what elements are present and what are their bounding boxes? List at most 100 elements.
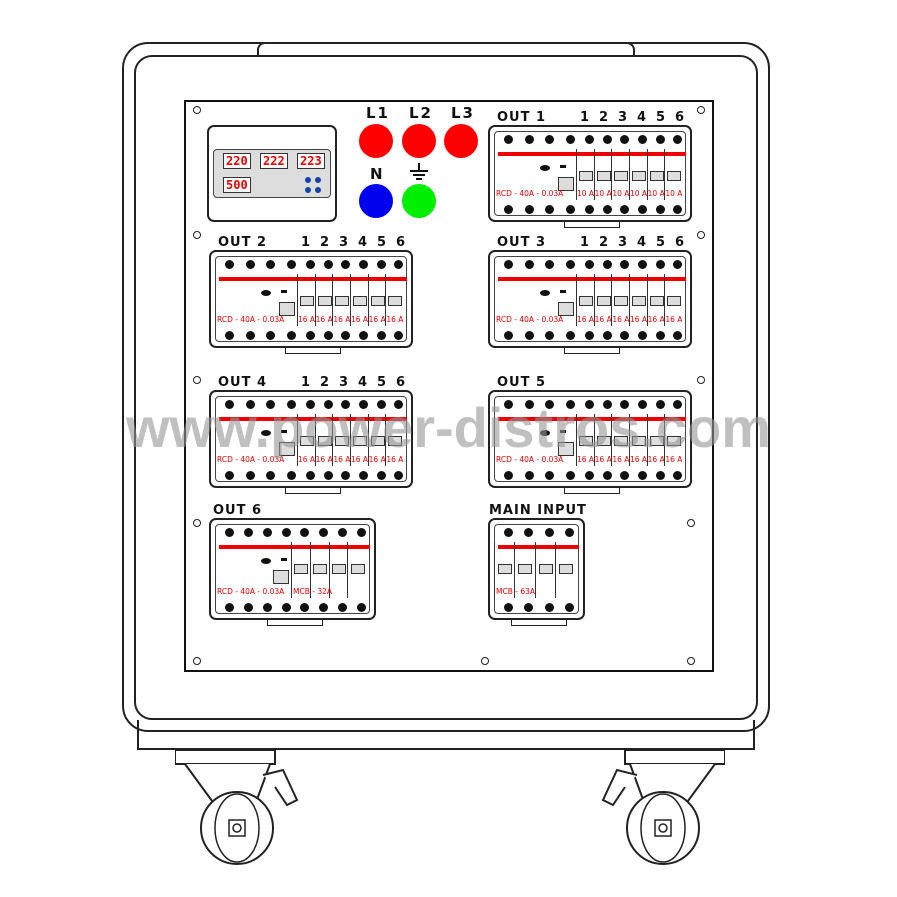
panel-label: OUT 4 <box>218 375 268 390</box>
breaker-toggle[interactable] <box>596 296 611 306</box>
meter-button[interactable] <box>315 187 321 193</box>
terminal-screw <box>565 331 575 340</box>
breaker-toggle[interactable] <box>614 171 629 181</box>
breaker-toggle[interactable] <box>331 564 346 574</box>
terminal-screw <box>394 331 404 340</box>
meter-button[interactable] <box>305 187 311 193</box>
breaker-toggle[interactable] <box>518 564 533 574</box>
phase-label-l3: L3 <box>451 104 475 122</box>
breaker-toggle[interactable] <box>578 296 593 306</box>
breaker-toggle[interactable] <box>596 171 611 181</box>
breaker-toggle[interactable] <box>578 436 593 446</box>
rcd-toggle[interactable] <box>279 442 295 456</box>
terminal-screw <box>637 331 647 340</box>
rcd-test-button[interactable] <box>261 290 271 296</box>
phase-label-l2: L2 <box>409 104 433 122</box>
breaker-divider <box>646 414 648 466</box>
rcd-toggle[interactable] <box>279 302 295 316</box>
breaker-toggle[interactable] <box>299 296 314 306</box>
voltage-display-l1: 220 <box>223 153 251 169</box>
breaker-toggle[interactable] <box>352 436 367 446</box>
circuit-number: 1 <box>580 235 591 250</box>
breaker-toggle[interactable] <box>596 436 611 446</box>
terminal-screw <box>266 400 275 409</box>
caster-wheel <box>175 749 299 865</box>
breaker-toggle[interactable] <box>294 564 309 574</box>
breaker-divider <box>593 149 595 200</box>
terminal-screw <box>263 603 272 612</box>
circuit-number: 6 <box>396 235 407 250</box>
circuit-number: 2 <box>320 235 331 250</box>
breaker-toggle[interactable] <box>614 436 629 446</box>
breaker-divider <box>347 542 349 598</box>
breaker-rating: 16 A <box>386 315 404 324</box>
terminal-screw <box>245 400 255 409</box>
panel-screw <box>193 376 201 384</box>
terminal-screw <box>286 260 296 269</box>
breaker-toggle[interactable] <box>667 436 682 446</box>
rcd-toggle[interactable] <box>273 570 289 584</box>
breaker-toggle[interactable] <box>498 564 513 574</box>
meter-button[interactable] <box>315 177 321 183</box>
breaker-toggle[interactable] <box>350 564 365 574</box>
terminal-screw <box>305 331 315 340</box>
terminal-screw <box>620 205 630 214</box>
breaker-toggle[interactable] <box>388 296 403 306</box>
breaker-toggle[interactable] <box>335 436 350 446</box>
terminal-screw <box>323 260 333 269</box>
circuit-number: 1 <box>301 235 312 250</box>
breaker-divider <box>664 414 666 466</box>
rcd-test-button[interactable] <box>540 165 550 171</box>
terminal-screw <box>225 400 234 409</box>
terminal-screw <box>504 135 513 144</box>
terminal-screw <box>394 471 404 480</box>
rcd-test-button[interactable] <box>540 430 550 436</box>
terminal-screw <box>544 528 554 537</box>
breaker-toggle[interactable] <box>649 171 664 181</box>
breaker-toggle[interactable] <box>370 436 385 446</box>
breaker-rating: 16 A <box>594 315 612 324</box>
rcd-toggle[interactable] <box>558 442 574 456</box>
rcd-test-button[interactable] <box>261 430 271 436</box>
breaker-toggle[interactable] <box>335 296 350 306</box>
busbar-red <box>498 152 686 156</box>
breaker-toggle[interactable] <box>370 296 385 306</box>
meter-button[interactable] <box>305 177 311 183</box>
panel-screw <box>697 231 705 239</box>
terminal-screw <box>655 471 665 480</box>
breaker-toggle[interactable] <box>388 436 403 446</box>
rcd-indicator <box>281 558 287 561</box>
breaker-toggle[interactable] <box>614 296 629 306</box>
breaker-toggle[interactable] <box>649 436 664 446</box>
terminal-screw <box>524 205 534 214</box>
terminal-screw <box>245 471 255 480</box>
breaker-toggle[interactable] <box>352 296 367 306</box>
breaker-toggle[interactable] <box>578 171 593 181</box>
rcd-test-button[interactable] <box>261 558 271 564</box>
breaker-toggle[interactable] <box>631 436 646 446</box>
breaker-rating: 16 A <box>333 315 351 324</box>
terminal-screw <box>602 471 612 480</box>
breaker-toggle[interactable] <box>649 296 664 306</box>
breaker-toggle[interactable] <box>631 171 646 181</box>
earth-ground-icon <box>410 163 428 180</box>
breaker-divider <box>328 542 330 598</box>
breaker-toggle[interactable] <box>667 296 682 306</box>
rcd-toggle[interactable] <box>558 177 574 191</box>
terminal-screw <box>673 471 683 480</box>
breaker-toggle[interactable] <box>538 564 553 574</box>
breaker-divider <box>611 274 613 326</box>
mcb-rating: MCB - 63A <box>496 587 536 596</box>
breaker-toggle[interactable] <box>667 171 682 181</box>
rcd-toggle[interactable] <box>558 302 574 316</box>
breaker-toggle[interactable] <box>313 564 328 574</box>
breaker-divider <box>629 149 630 200</box>
rcd-test-button[interactable] <box>540 290 550 296</box>
terminal-screw <box>524 528 534 537</box>
breaker-toggle[interactable] <box>558 564 573 574</box>
power-display: 500 <box>223 177 251 193</box>
breaker-toggle[interactable] <box>317 296 332 306</box>
breaker-toggle[interactable] <box>631 296 646 306</box>
breaker-toggle[interactable] <box>299 436 314 446</box>
breaker-toggle[interactable] <box>317 436 332 446</box>
